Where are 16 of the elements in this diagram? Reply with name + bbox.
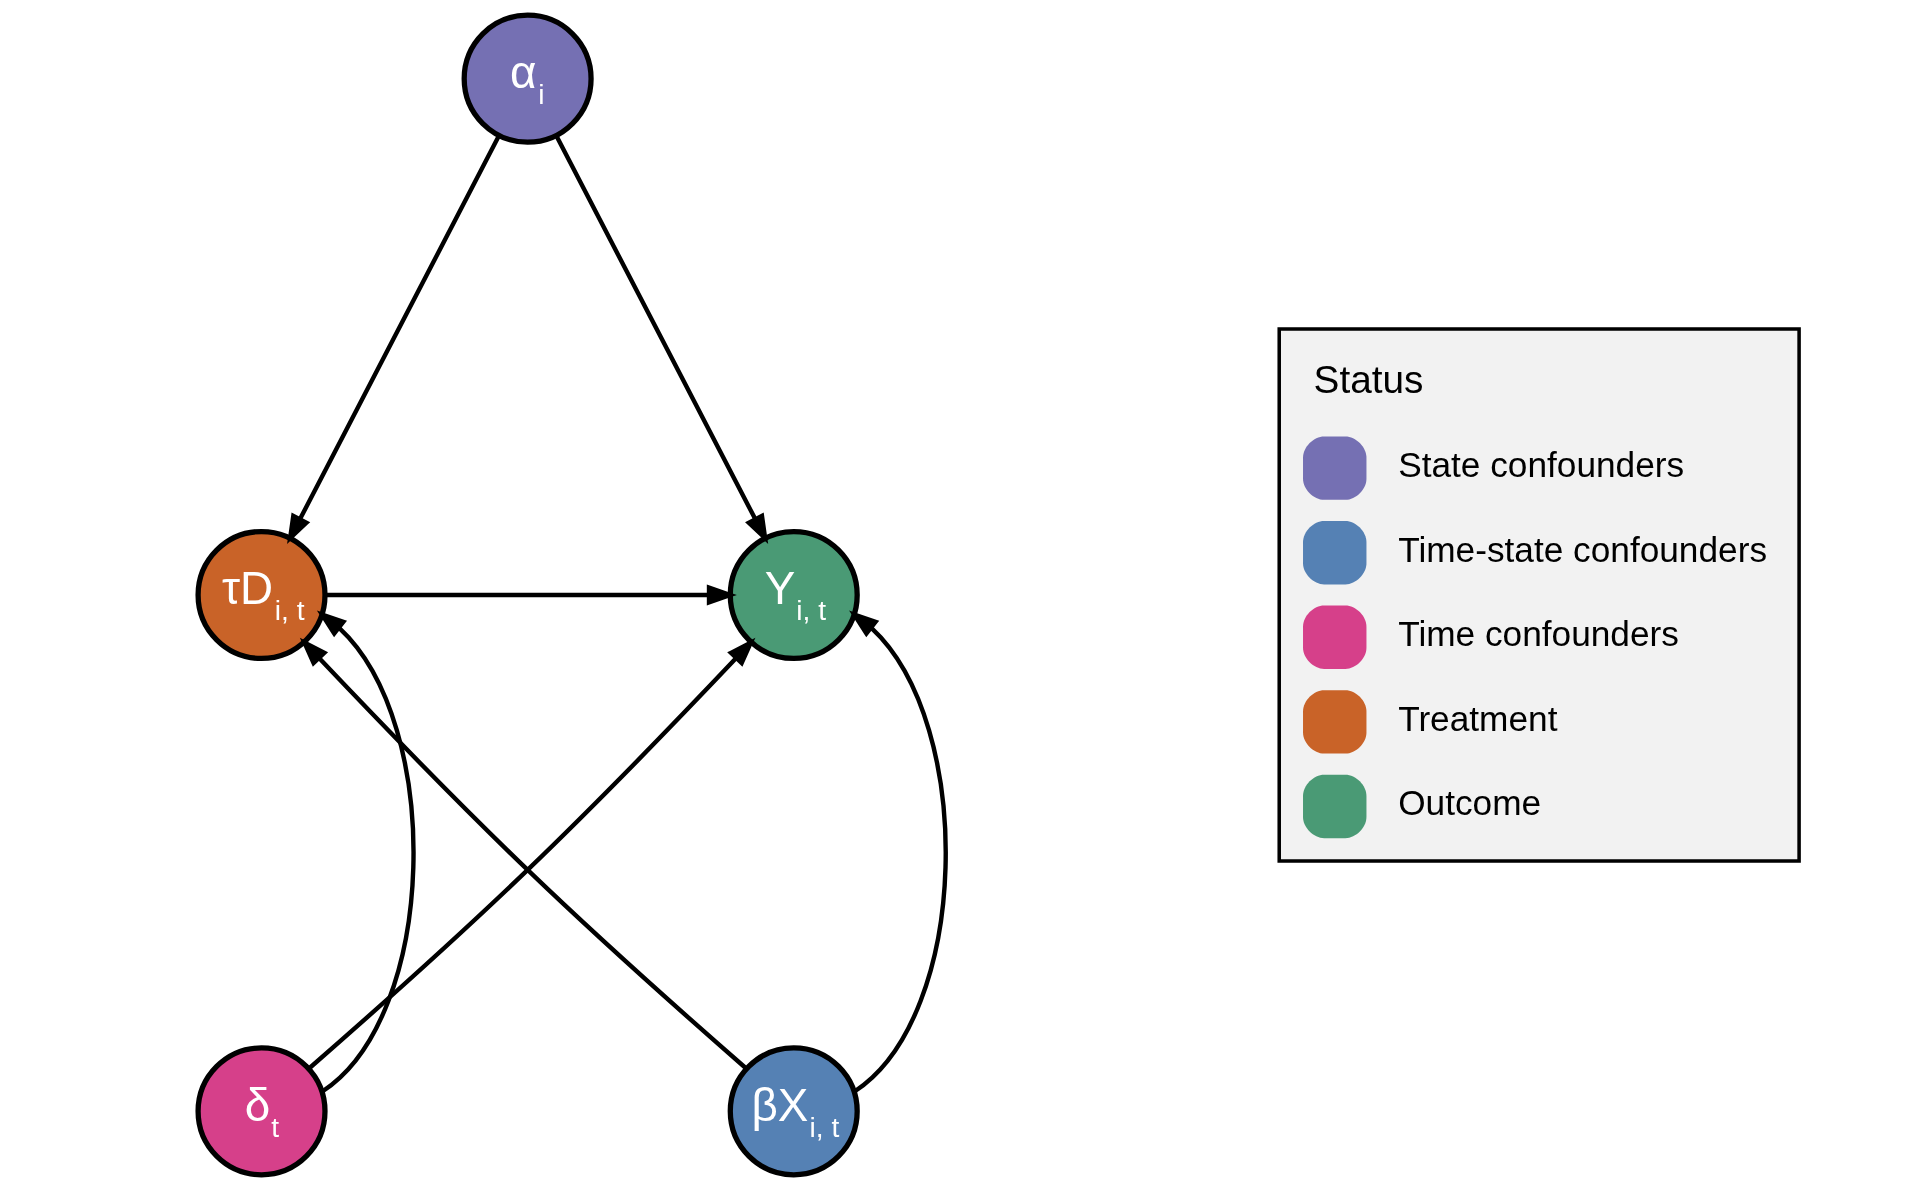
node-circle: α$_{i}$ (461, 12, 594, 145)
legend-label: Time-state confounders (1398, 529, 1768, 569)
legend-label: Time confounders (1398, 614, 1679, 654)
label: Status (1313, 358, 1424, 402)
legend-label: Outcome (1398, 783, 1542, 823)
node-circle: τD$_{i, t}$ (195, 528, 328, 662)
legend-label: Treatment (1398, 698, 1558, 738)
node-circle: δ$_{t}$ (195, 1045, 328, 1178)
node-circle: βX$_{i, t}$ (727, 1045, 860, 1178)
arrow (849, 610, 948, 1094)
arrow (287, 134, 501, 544)
legend-label: State confounders (1398, 444, 1685, 484)
arrow (554, 134, 769, 544)
arrow (325, 584, 737, 606)
node-circle: Y$_{i, t}$ (727, 528, 860, 662)
arrow (316, 610, 416, 1094)
